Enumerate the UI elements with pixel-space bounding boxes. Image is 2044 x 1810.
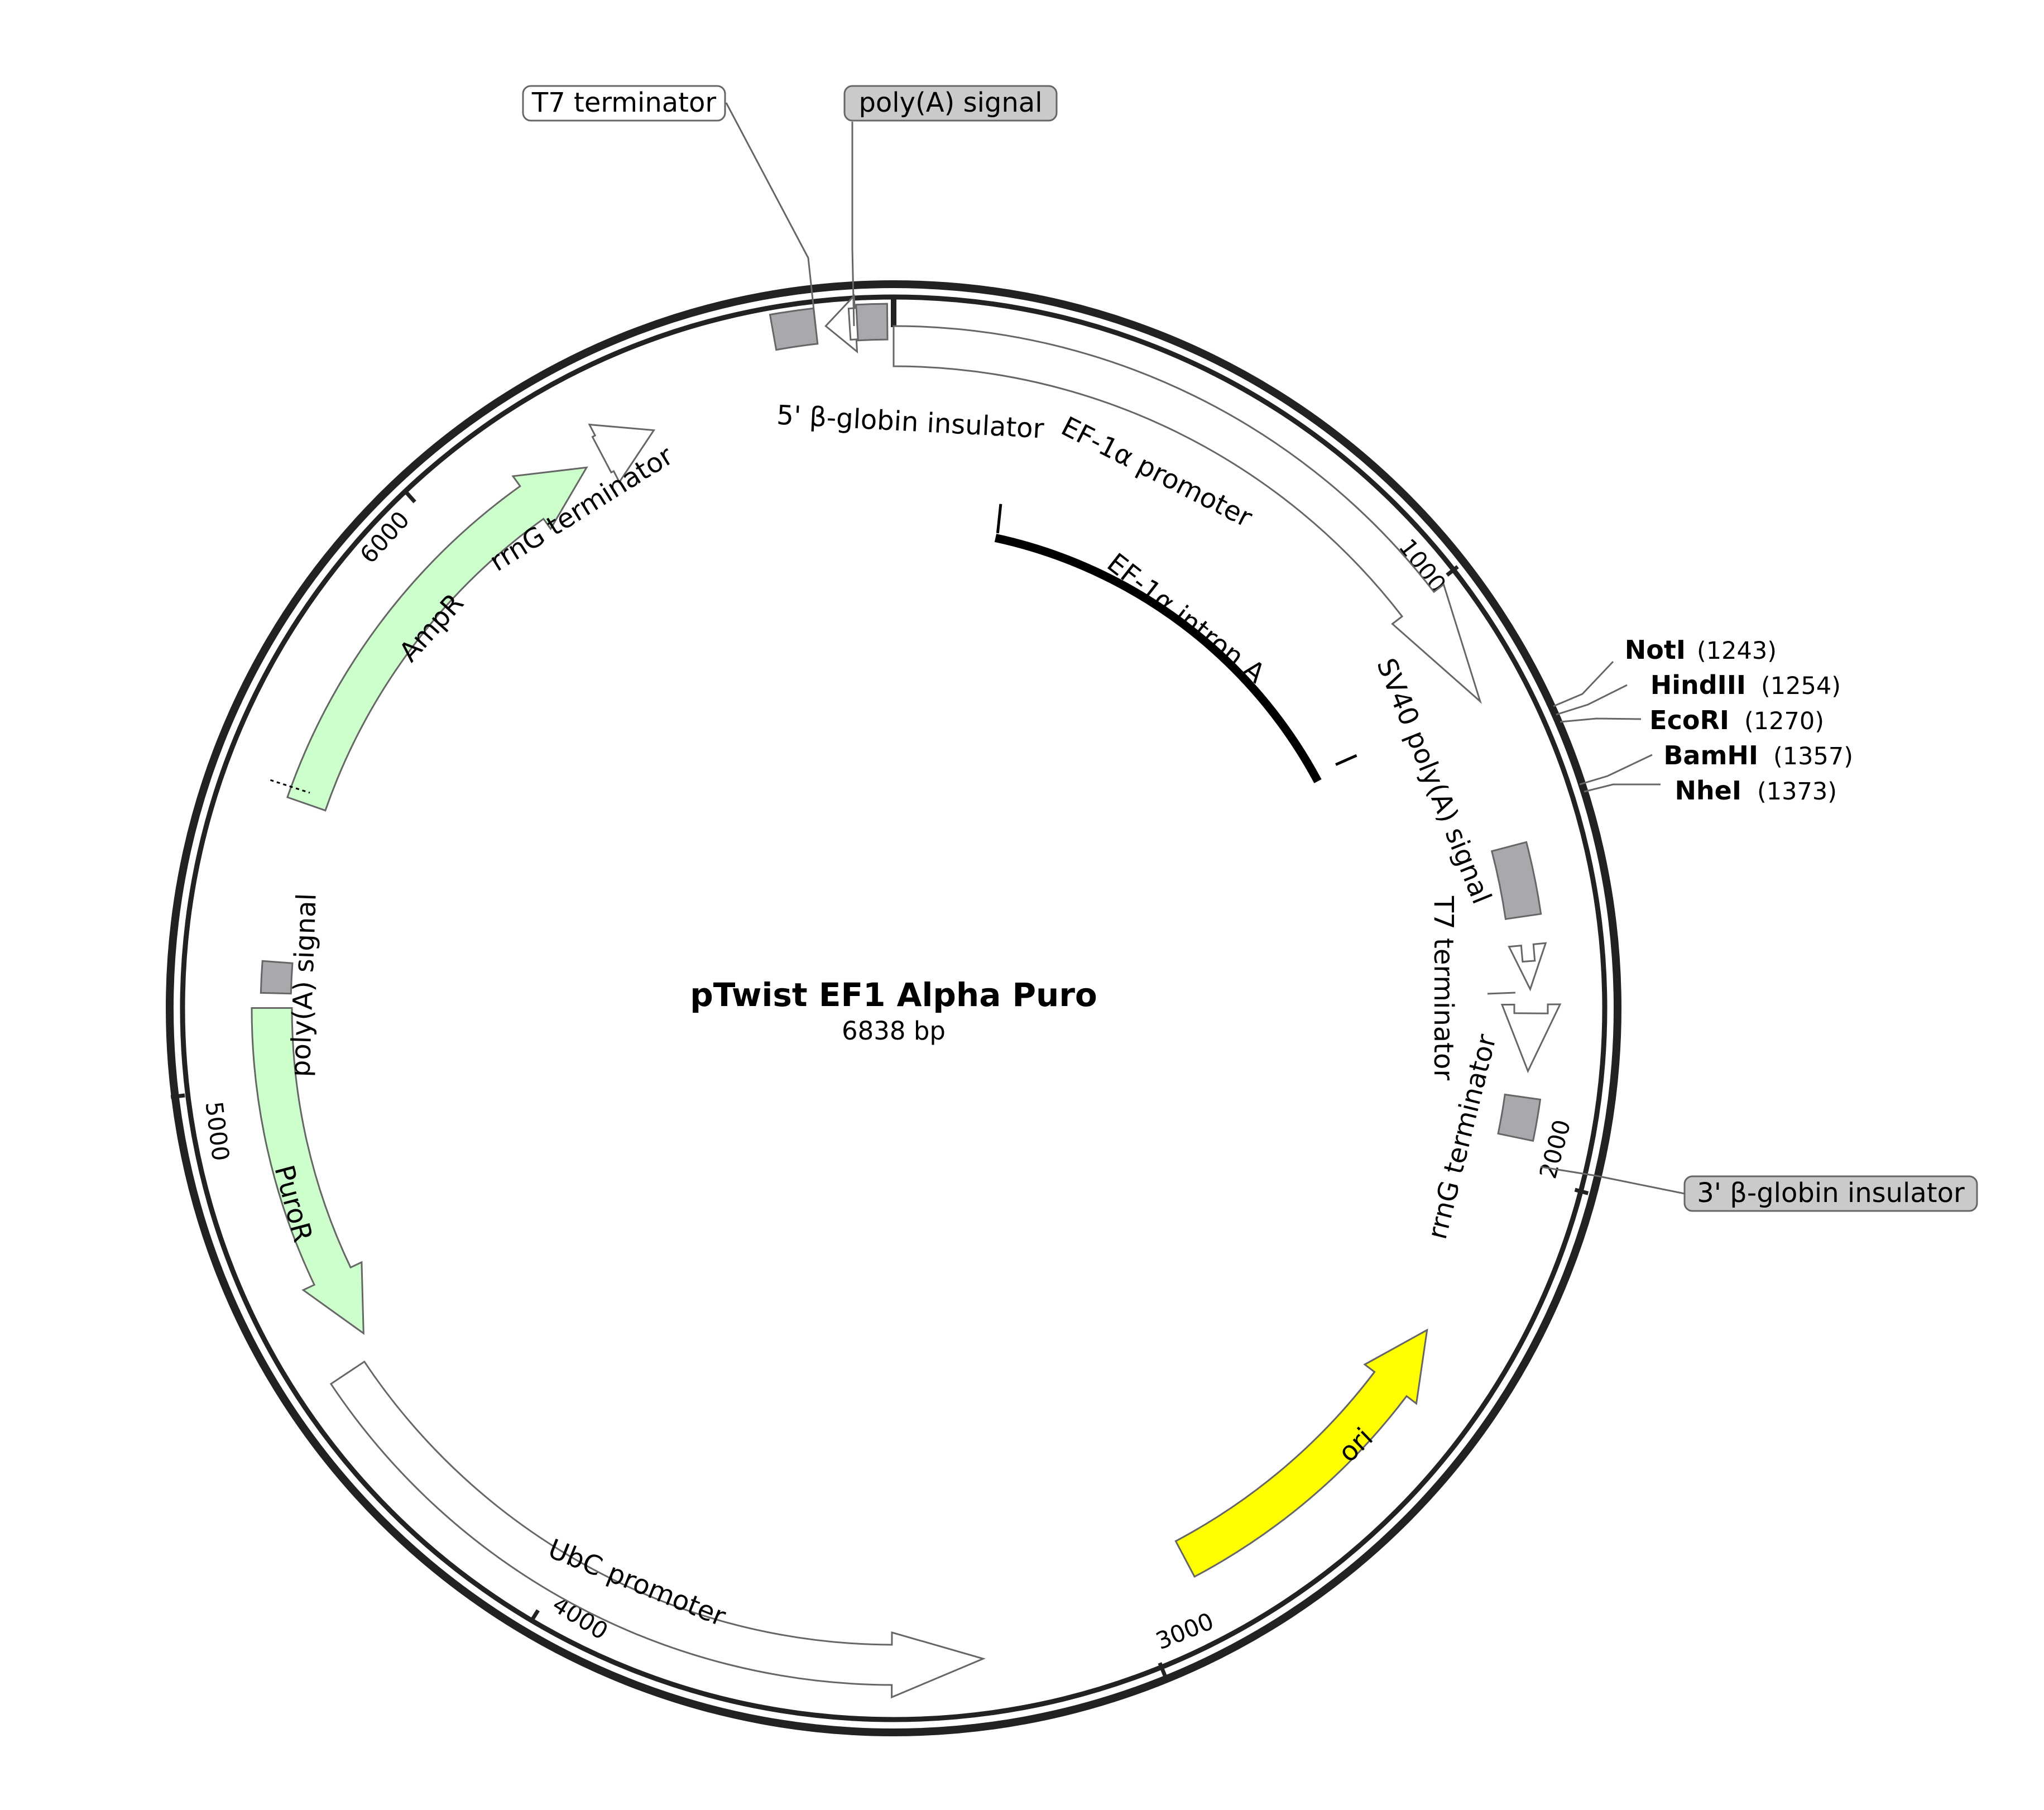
callout-polya-top: poly(A) signal: [843, 85, 1058, 122]
label-ef1a-intron: EF-1α intron A: [1101, 547, 1271, 689]
site-name-ecori: EcoRI: [1649, 705, 1729, 735]
tick-6000: 6000: [354, 490, 416, 568]
feature-ef1a-promoter[interactable]: [893, 325, 1482, 704]
restriction-site-leaders: [1553, 660, 1661, 793]
label-globin-5: 5' β-globin insulator: [776, 400, 1045, 445]
callout-text-polya-top: poly(A) signal: [858, 87, 1042, 118]
callout-box-polya-top: [843, 85, 1058, 122]
site-hindiii[interactable]: HindIII (1254): [1650, 670, 1841, 700]
tick-label-5000: 5000: [200, 1100, 235, 1162]
site-name-hindiii: HindIII: [1650, 670, 1746, 700]
site-ecori[interactable]: EcoRI (1270): [1649, 705, 1824, 735]
leader-ecori: [1560, 717, 1642, 723]
leader-nhei: [1584, 783, 1661, 793]
feature-globin-3[interactable]: [1497, 1093, 1542, 1142]
tick-2000: 2000: [1534, 1117, 1589, 1195]
label-polya-left: poly(A) signal: [285, 893, 322, 1078]
feature-rrng-term-right[interactable]: [1500, 1003, 1562, 1074]
feature-ampr[interactable]: [286, 466, 588, 812]
feature-t7-term-top[interactable]: [824, 294, 858, 354]
intron-cap-end: [1335, 754, 1357, 766]
backbone-inner: [180, 294, 1608, 1722]
site-pos-nhei: (1373): [1757, 778, 1837, 806]
site-noti[interactable]: NotI (1243): [1625, 635, 1777, 665]
callout-box-globin-3: [1683, 1175, 1978, 1212]
leader-polya-top: [851, 122, 855, 327]
tick-mark-2000: [1574, 1187, 1589, 1195]
site-bamhi[interactable]: BamHI (1357): [1663, 740, 1853, 770]
feature-polya-left[interactable]: [260, 960, 294, 995]
features: [251, 294, 1562, 1699]
tick-mark-1000: [1446, 565, 1459, 577]
site-name-noti: NotI: [1625, 635, 1686, 665]
tick-mark-3000: [1158, 1662, 1167, 1677]
site-pos-ecori: (1270): [1744, 707, 1824, 735]
feature-rrng-term-left[interactable]: [588, 423, 656, 484]
callout-globin-3: 3' β-globin insulator: [1683, 1175, 1978, 1212]
site-pos-noti: (1243): [1697, 637, 1777, 665]
tick-mark-6000: [404, 490, 416, 504]
feature-ori[interactable]: [1174, 1328, 1428, 1578]
callout-text-t7-top: T7 terminator: [531, 87, 716, 118]
feature-polya-top[interactable]: [855, 303, 889, 342]
feature-ubc-promoter[interactable]: [329, 1360, 986, 1699]
site-pos-bamhi: (1357): [1773, 743, 1853, 770]
site-nhei[interactable]: NheI (1373): [1674, 775, 1837, 806]
leader-globin-3: [1540, 1166, 1685, 1195]
callout-t7-top: T7 terminator: [522, 85, 726, 122]
site-name-bamhi: BamHI: [1663, 740, 1758, 770]
backbone-outer: [166, 280, 1621, 1736]
ampr-dotted-split: [270, 779, 310, 794]
leader-hindiii: [1556, 684, 1628, 716]
feature-t7-term-right[interactable]: [1508, 942, 1547, 992]
tick-mark-5000: [170, 1093, 185, 1099]
label-sv40-polya: SV40 poly(A) signal: [1370, 654, 1498, 908]
callout-box-t7-top: [522, 85, 726, 122]
label-t7-term-right: T7 terminator: [1428, 896, 1459, 1080]
leader-noti: [1553, 660, 1614, 707]
callout-leaders: [725, 102, 1685, 1195]
tick-mark-4000: [529, 1609, 540, 1624]
site-pos-hindiii: (1254): [1761, 672, 1841, 700]
feature-puror[interactable]: [251, 1007, 364, 1335]
leader-t7-right: [1487, 992, 1516, 995]
plasmid-size: 6838 bp: [842, 1016, 946, 1046]
restriction-sites: NotI (1243) HindIII (1254) EcoRI (1270) …: [1625, 635, 1853, 806]
callout-text-globin-3: 3' β-globin insulator: [1697, 1177, 1965, 1209]
plasmid-title: pTwist EF1 Alpha Puro: [690, 976, 1097, 1014]
feature-ef1a-intron[interactable]: [994, 534, 1322, 783]
intron-cap-start: [996, 504, 1002, 534]
feature-sv40-polya[interactable]: [1490, 841, 1542, 920]
site-name-nhei: NheI: [1674, 775, 1741, 806]
feature-globin-5[interactable]: [769, 307, 819, 351]
leader-t7-top: [725, 102, 817, 331]
leader-bamhi: [1579, 754, 1653, 786]
tick-3000: 3000: [1152, 1607, 1217, 1677]
